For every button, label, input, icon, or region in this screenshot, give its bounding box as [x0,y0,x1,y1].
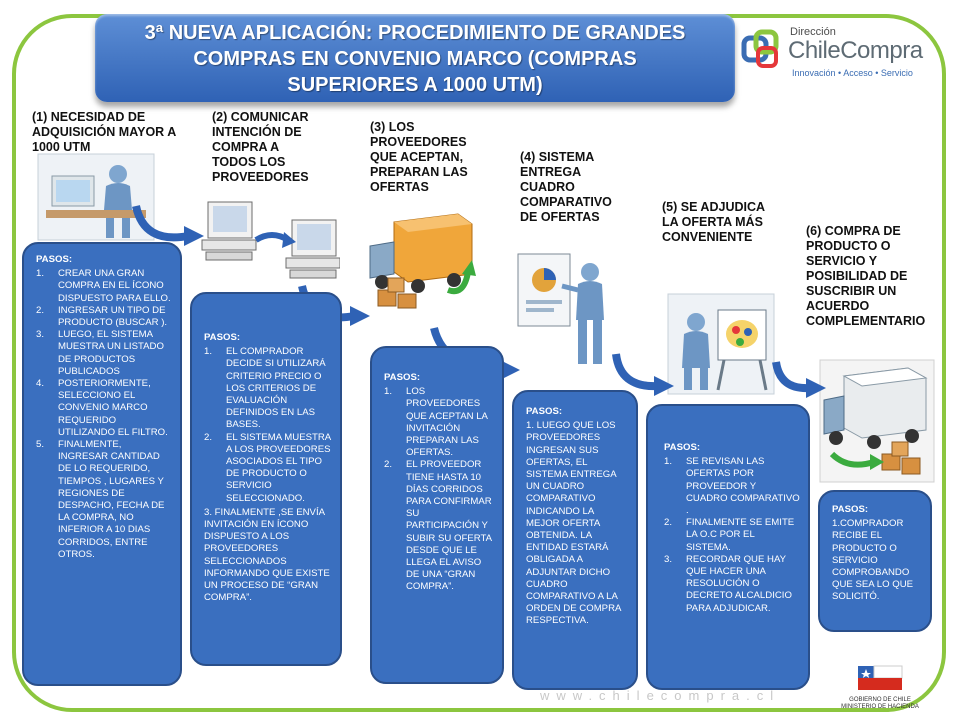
pasos-label: PASOS: [832,504,869,515]
logo-small-text: Dirección [790,26,836,38]
step-1-heading: (1) NECESIDAD DE ADQUISICIÓN MAYOR A 100… [32,110,177,154]
person-at-computer-icon [37,153,155,241]
step-2-pasos-box: PASOS: 1.EL COMPRADOR DECIDE SI UTILIZAR… [190,292,342,666]
pasos-item: 2.EL PROVEEDOR TIENE HASTA 10 DÍAS CORRI… [384,459,492,593]
step-2-heading: (2) COMUNICAR INTENCIÓN DE COMPRA A TODO… [212,110,309,184]
pasos-label: PASOS: [526,406,563,417]
pasos-item: 5.FINALMENTE, INGRESAR CANTIDAD DE LO RE… [36,439,165,560]
person-at-easel-icon [667,293,775,395]
logo-main-text: ChileCompra [788,37,923,64]
pasos-item: 4.POSTERIORMENTE, SELECCIONO EL CONVENIO… [36,378,168,438]
step-5-heading: (5) SE ADJUDICA LA OFERTA MÁS CONVENIENT… [662,200,766,244]
truck-delivery-icon [819,359,935,483]
delivery-truck-icon [369,213,476,309]
gov-line-1: GOBIERNO DE CHILE [849,697,911,703]
title-line-3: SUPERIORES A 1000 UTM) [287,74,543,96]
title-line-2: COMPRAS EN CONVENIO MARCO (COMPRAS [193,48,637,70]
step-6-heading: (6) COMPRA DE PRODUCTO O SERVICIO Y POSI… [806,224,926,328]
step-1-pasos-box: PASOS: 1.CREAR UNA GRAN COMPRA EN EL ÍCO… [22,242,182,686]
pasos-label: PASOS: [36,254,73,265]
step-5-pasos-box: PASOS: 1.SE REVISAN LAS OFERTAS POR PROV… [646,404,810,690]
footer-url: www.chilecompra.cl [540,688,781,703]
pasos-extra-text: 3. FINALMENTE ,SE ENVÍA INVITACIÓN EN ÍC… [204,506,330,604]
arrow-step1-to-step2 [132,204,204,246]
step-4-pasos-box: PASOS: 1. LUEGO QUE LOS PROVEEDORES INGR… [512,390,638,690]
step-4-heading: (4) SISTEMA ENTREGA CUADRO COMPARATIVO D… [520,150,612,224]
pasos-label: PASOS: [664,442,701,453]
pasos-item: 1.SE REVISAN LAS OFERTAS POR PROVEEDOR Y… [664,456,800,517]
presentation-icon [517,253,604,364]
pasos-label: PASOS: [384,372,421,383]
step-3-heading: (3) LOS PROVEEDORES QUE ACEPTAN, PREPARA… [370,120,468,194]
chilecompra-logo: Dirección ChileCompra Innovación • Acces… [740,24,940,80]
step-3-pasos-box: PASOS: 1.LOS PROVEEDORES QUE ACEPTAN LA … [370,346,504,684]
chilecompra-mark-icon [741,29,779,68]
computers-icon [201,201,340,279]
pasos-item: 1.EL COMPRADOR DECIDE SI UTILIZARÁ CRITE… [204,346,326,431]
pasos-body-text: 1. LUEGO QUE LOS PROVEEDORES INGRESAN SU… [526,420,621,627]
pasos-item: 1.LOS PROVEEDORES QUE ACEPTAN LA INVITAC… [384,386,488,459]
title-line-1: 3ª NUEVA APLICACIÓN: PROCEDIMIENTO DE GR… [144,22,686,44]
pasos-item: 3.RECORDAR QUE HAY QUE HACER UNA RESOLUC… [664,553,792,614]
pasos-item: 2.EL SISTEMA MUESTRA A LOS PROVEEDORES A… [204,431,331,504]
gov-line-2: MINISTERIO DE HACIENDA [841,704,919,710]
pasos-item: 3.LUEGO, EL SISTEMA MUESTRA UN LISTADO D… [36,329,164,377]
arrow-step4-to-step5 [612,353,674,396]
arrow-step5-to-step6 [772,361,826,398]
government-label: GOBIERNO DE CHILE MINISTERIO DE HACIENDA [840,697,920,711]
step-6-pasos-box: PASOS: 1.COMPRADOR RECIBE EL PRODUCTO O … [818,490,932,632]
logo-tagline: Innovación • Acceso • Servicio [792,68,913,78]
pasos-label: PASOS: [204,332,241,343]
pasos-item: 2.INGRESAR UN TIPO DE PRODUCTO (BUSCAR )… [36,304,168,329]
pasos-item: 1.CREAR UNA GRAN COMPRA EN EL ÍCONO DISP… [36,268,171,304]
government-seal-icon [858,665,903,690]
title-banner: 3ª NUEVA APLICACIÓN: PROCEDIMIENTO DE GR… [95,14,735,102]
pasos-item: 2.FINALMENTE SE EMITE LA O.C POR EL SIST… [664,517,795,553]
pasos-body-text: 1.COMPRADOR RECIBE EL PRODUCTO O SERVICI… [832,518,914,603]
